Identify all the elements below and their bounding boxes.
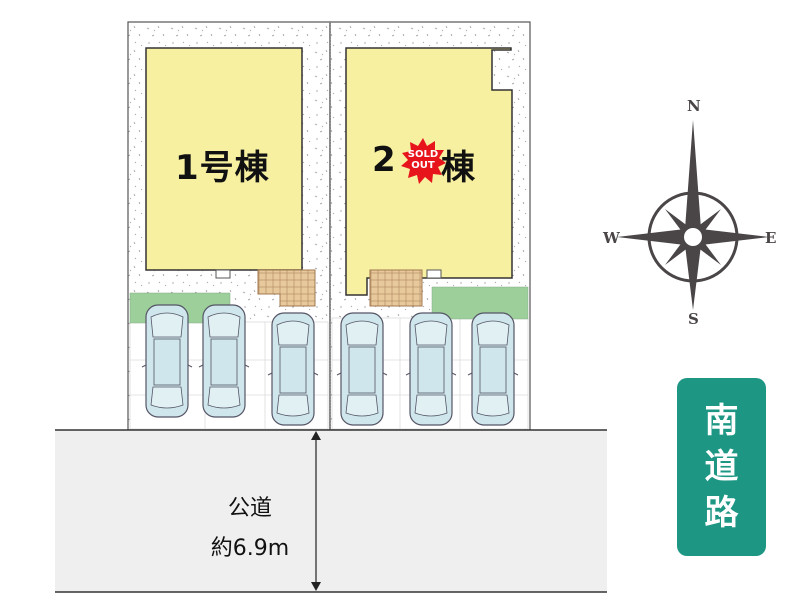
- badge-char: 南: [704, 401, 739, 441]
- badge-char: 道: [704, 447, 739, 487]
- road-name: 公道: [227, 496, 272, 521]
- sold-out-line-1: SOLD: [407, 149, 439, 160]
- road-width: 約6.9m: [210, 536, 290, 561]
- sold-out-line-2: OUT: [411, 160, 435, 171]
- road-width-arrow-icon: [311, 431, 321, 591]
- car: [467, 312, 519, 426]
- south-road-badge: 南 道 路: [677, 378, 766, 556]
- compass-south: S: [688, 310, 699, 328]
- car: [141, 304, 193, 418]
- compass-icon: [617, 120, 769, 310]
- car: [336, 312, 388, 426]
- compass-north: N: [687, 97, 701, 115]
- porch-tile-2: [369, 269, 423, 307]
- building-2-label-suffix: 棟: [441, 148, 476, 188]
- starburst-icon: [401, 138, 446, 184]
- compass-west: W: [603, 229, 620, 247]
- public-road: [55, 430, 607, 592]
- building-2-label-prefix: 2: [372, 140, 397, 180]
- sold-out-badge: SOLD OUT: [400, 138, 446, 184]
- car: [405, 312, 457, 426]
- badge-char: 路: [704, 493, 739, 533]
- compass-east: E: [765, 229, 777, 247]
- car: [267, 312, 319, 426]
- car: [198, 304, 250, 418]
- building-1-label: 1号棟: [175, 148, 270, 188]
- porch-tile-1: [257, 269, 316, 307]
